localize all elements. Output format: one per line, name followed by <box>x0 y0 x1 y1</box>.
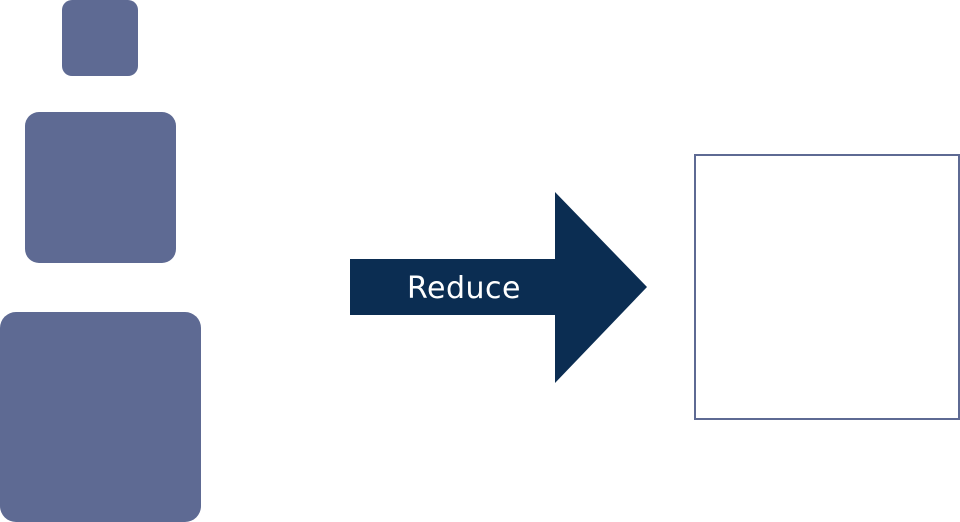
input-square-small <box>62 0 138 76</box>
right-arrow-icon <box>350 192 647 383</box>
reduce-label: Reduce <box>407 270 521 306</box>
input-square-medium <box>25 112 176 263</box>
reduce-arrow: Reduce <box>350 192 647 383</box>
result-box <box>694 154 960 420</box>
input-square-large <box>0 312 201 522</box>
